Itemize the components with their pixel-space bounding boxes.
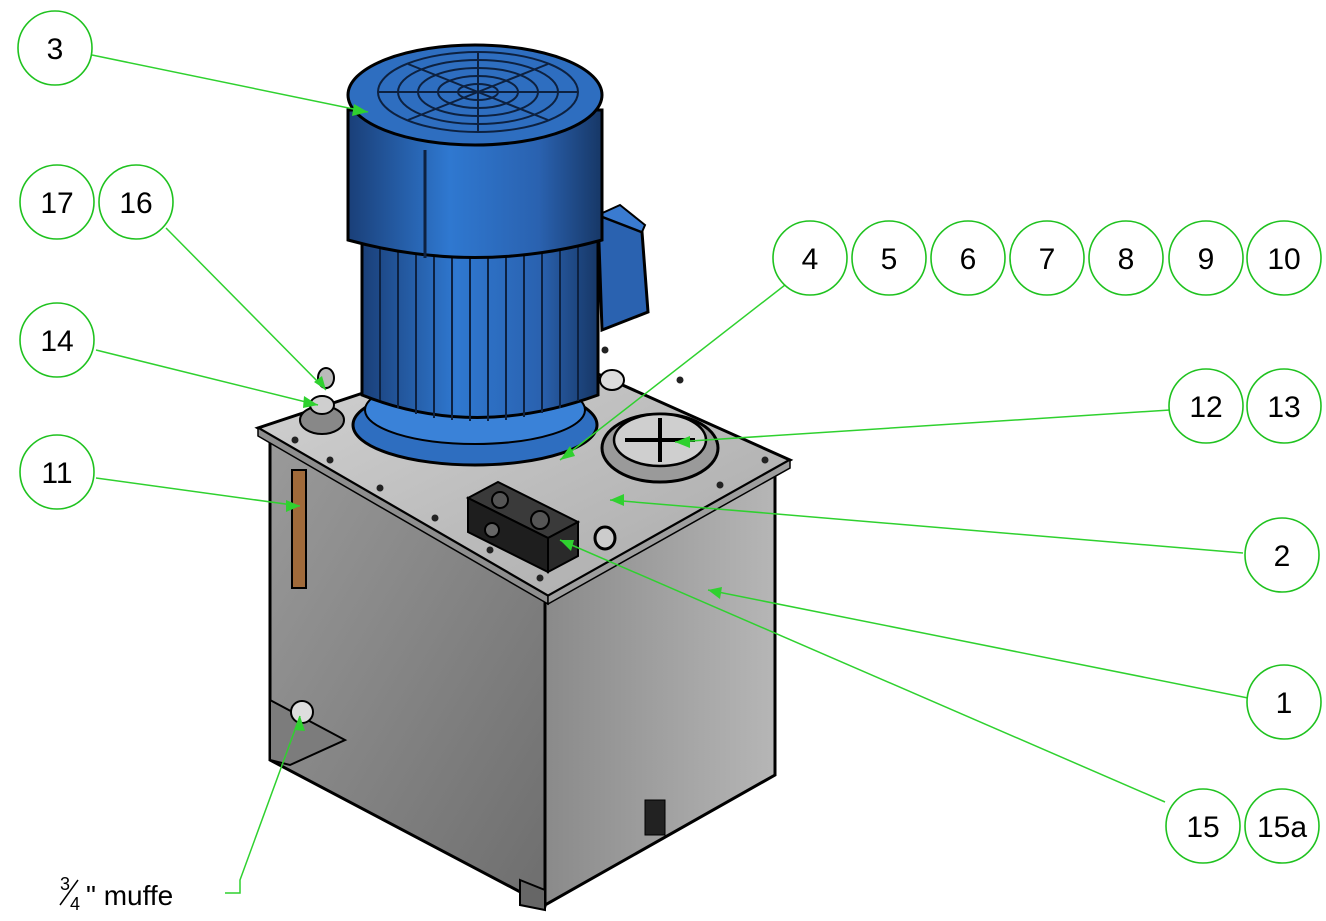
callout-9: 9 (1168, 220, 1244, 296)
svg-text:16: 16 (119, 187, 152, 220)
leader-11 (95, 477, 301, 507)
side-bracket (644, 799, 666, 836)
lid-bolts (291, 346, 769, 582)
leader-4 (559, 284, 786, 461)
valve-block (465, 480, 581, 574)
leader-14 (95, 349, 319, 406)
leader-muffe (225, 715, 301, 894)
svg-text:5: 5 (881, 243, 898, 276)
callout-4: 4 (772, 220, 848, 296)
leader-16 (165, 227, 327, 391)
callout-11: 11 (19, 434, 95, 510)
callout-16: 16 (98, 164, 174, 240)
svg-text:2: 2 (1274, 540, 1291, 573)
svg-text:9: 9 (1198, 243, 1215, 276)
callout-1: 1 (1246, 664, 1322, 740)
callout-17: 17 (19, 164, 95, 240)
svg-text:13: 13 (1267, 391, 1300, 424)
drain-muffe (290, 700, 314, 724)
svg-text:17: 17 (40, 187, 73, 220)
callout-14: 14 (19, 302, 95, 378)
return-port (593, 525, 617, 551)
svg-text:14: 14 (40, 325, 73, 358)
terminal-box (595, 203, 650, 333)
svg-text:8: 8 (1118, 243, 1135, 276)
callout-8: 8 (1088, 220, 1164, 296)
svg-text:4: 4 (802, 243, 819, 276)
electric-motor (346, 43, 650, 467)
svg-text:11: 11 (41, 457, 72, 490)
callout-2: 2 (1244, 517, 1320, 593)
muffe-note: 3 4 " muffe (59, 874, 173, 914)
svg-text:15a: 15a (1257, 811, 1307, 844)
leader-arrowheads (286, 104, 722, 731)
callout-balloons: 3 17 16 14 11 4 5 6 7 8 9 10 12 13 2 1 1… (17, 10, 1322, 864)
port-fitting (599, 369, 625, 391)
level-gauge (291, 469, 307, 589)
callout-7: 7 (1009, 220, 1085, 296)
svg-text:1: 1 (1276, 687, 1293, 720)
callout-13: 13 (1246, 368, 1322, 444)
leader-1 (707, 589, 1249, 699)
lid-edge-right (547, 458, 791, 606)
muffe-fraction-numerator: 3 (60, 874, 70, 894)
tank-foot-front (519, 878, 546, 912)
callout-10: 10 (1246, 220, 1322, 296)
leader-12 (674, 409, 1171, 443)
callout-6: 6 (930, 220, 1006, 296)
fan-cover (346, 108, 604, 259)
muffe-label: " muffe (86, 880, 173, 911)
svg-text:12: 12 (1189, 391, 1222, 424)
leader-lines (91, 54, 1249, 894)
svg-text:15: 15 (1186, 811, 1219, 844)
fan-grille (377, 51, 579, 133)
svg-text:6: 6 (960, 243, 977, 276)
breather-cap (600, 412, 720, 484)
callout-15a: 15a (1244, 788, 1320, 864)
leader-2 (609, 499, 1244, 554)
callout-3: 3 (17, 10, 93, 86)
svg-text:10: 10 (1267, 243, 1300, 276)
svg-text:7: 7 (1039, 243, 1056, 276)
leader-3 (91, 54, 369, 113)
top-left-fittings (299, 367, 345, 435)
leader-15 (559, 539, 1166, 803)
callout-12: 12 (1168, 368, 1244, 444)
callout-15: 15 (1165, 788, 1241, 864)
callout-5: 5 (851, 220, 927, 296)
muffe-fraction-denominator: 4 (70, 894, 80, 914)
svg-text:3: 3 (47, 33, 64, 66)
